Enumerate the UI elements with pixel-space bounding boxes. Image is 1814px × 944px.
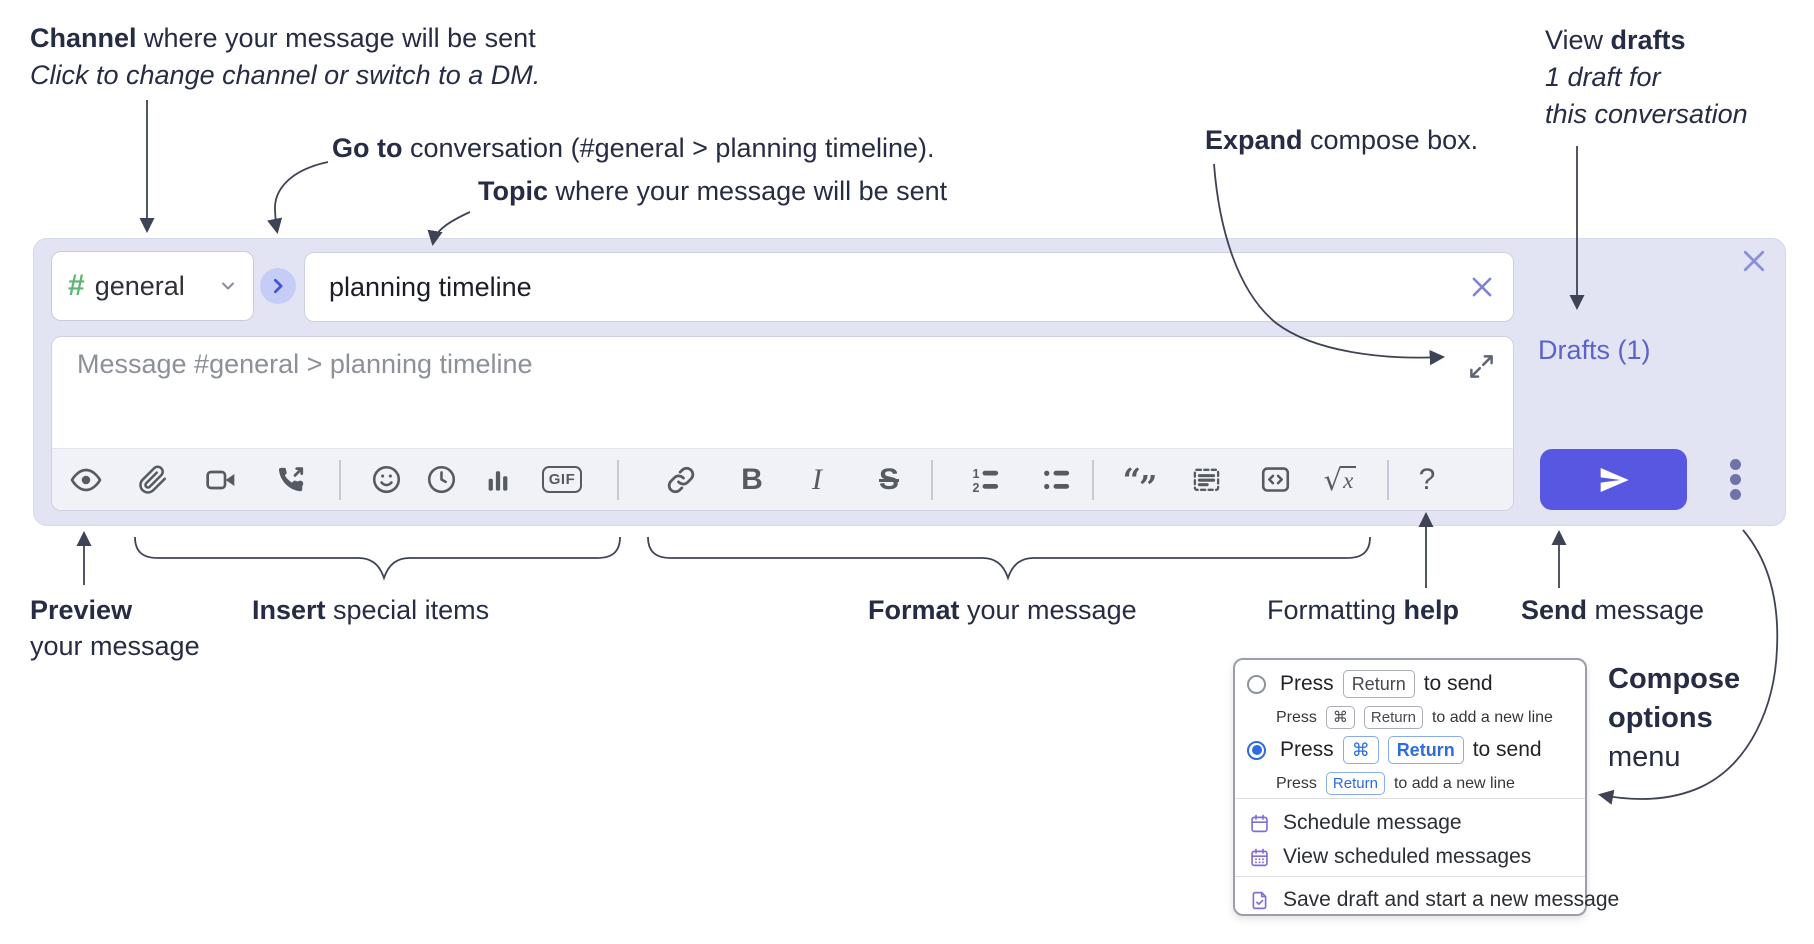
preview-eye-icon[interactable] [61,455,111,505]
channel-annotation-rest: where your message will be sent [136,23,536,53]
toolbar-divider [931,460,933,500]
bold-icon[interactable]: B [741,462,763,496]
radio-selected-icon[interactable] [1247,740,1266,760]
format-annotation: Format your message [868,595,1137,625]
math-latex-icon[interactable]: √x [1315,455,1365,505]
quote-icon[interactable]: “” [1122,460,1158,506]
return-key: Return [1387,736,1464,764]
radio-unselected-icon[interactable] [1247,674,1266,694]
return-key: Return [1342,670,1415,698]
toolbar-divider [617,460,619,500]
return-key: Return [1363,706,1423,729]
message-input[interactable] [77,349,1457,444]
drafts-link[interactable]: Drafts (1) [1538,335,1651,365]
attach-paperclip-icon[interactable] [128,455,178,505]
compose-options-button[interactable] [1720,449,1750,510]
ellipsis-dot [1729,489,1741,500]
svg-text:1: 1 [973,467,980,481]
send-button[interactable] [1540,449,1687,510]
menu-item-schedule-message[interactable]: Schedule message [1249,807,1462,839]
ellipsis-dot [1729,459,1741,470]
option-enter-to-send[interactable]: Press Return to send [1247,670,1493,698]
channel-name: general [94,270,185,301]
send-icon [1600,467,1629,492]
send-annotation: Send message [1521,595,1705,625]
svg-text:2: 2 [973,480,980,494]
gif-icon[interactable]: GIF [537,455,587,505]
formatting-help-icon[interactable]: ? [1418,462,1436,496]
option-enter-to-send-subtext: Press ⌘ Return to add a new line [1276,706,1553,729]
goto-annotation: Go to conversation (#general > planning … [332,133,935,163]
insert-annotation: Insert special items [252,595,490,625]
expand-compose-icon[interactable] [1468,353,1495,380]
code-icon[interactable] [1250,455,1300,505]
return-key: Return [1325,772,1385,795]
clear-topic-button[interactable] [1469,274,1495,300]
close-icon [1743,250,1765,272]
channel-annotation: Channel where your message will be sent … [30,20,540,94]
video-call-icon[interactable] [196,455,246,505]
preview-annotation: Preview your message [30,595,200,661]
spoiler-icon[interactable] [1181,455,1231,505]
emoji-icon[interactable] [361,455,411,505]
go-to-conversation-button[interactable] [260,268,296,304]
link-icon[interactable] [656,455,706,505]
calendar-icon [1249,813,1270,834]
save-draft-icon [1249,890,1270,911]
option-cmd-enter-to-send[interactable]: Press ⌘ Return to send [1247,736,1542,764]
menu-item-view-scheduled[interactable]: View scheduled messages [1249,841,1531,873]
compose-options-menu: Press Return to send Press ⌘ Return to a… [1233,658,1619,916]
compose-box: # general [33,238,1786,526]
cmd-key: ⌘ [1342,736,1379,764]
italic-icon[interactable]: I [812,462,822,496]
cmd-key: ⌘ [1325,706,1355,729]
time-icon[interactable] [416,455,466,505]
toolbar-divider [339,460,341,500]
chevron-down-icon [221,282,235,290]
calendar-grid-icon [1249,847,1270,868]
formatting-help-annotation: Formatting help [1267,595,1460,625]
channel-selector-button[interactable]: # general [51,251,254,321]
view-drafts-annotation: View drafts 1 draft for this conversatio… [1545,25,1748,129]
chevron-right-icon [273,278,283,294]
menu-item-save-draft[interactable]: Save draft and start a new message [1249,884,1619,916]
expand-annotation: Expand compose box. [1205,125,1479,155]
close-compose-button[interactable] [1738,245,1770,277]
bulleted-list-icon[interactable] [1031,455,1081,505]
arrow-goto [267,161,329,235]
brace-insert [134,536,621,581]
channel-hash-icon: # [68,269,85,302]
brace-format [647,536,1371,581]
toolbar-divider [1092,460,1094,500]
ellipsis-dot [1729,474,1741,485]
toolbar-divider [1387,460,1389,500]
topic-input[interactable] [329,271,1469,303]
channel-annotation-bold: Channel [30,23,137,53]
poll-chart-icon[interactable] [473,455,523,505]
channel-annotation-line2: Click to change channel or switch to a D… [30,60,541,90]
close-icon [1472,277,1492,297]
voice-call-icon[interactable] [266,455,316,505]
menu-divider [1235,876,1585,877]
message-box: GIF B I S 12 [51,336,1514,511]
topic-field-wrapper [304,252,1514,322]
topic-annotation: Topic where your message will be sent [478,176,948,206]
option-cmd-enter-subtext: Press Return to add a new line [1276,772,1515,795]
strikethrough-icon[interactable]: S [878,462,899,496]
menu-divider [1235,798,1585,799]
compose-options-annotation: Compose options menu [1608,663,1741,773]
